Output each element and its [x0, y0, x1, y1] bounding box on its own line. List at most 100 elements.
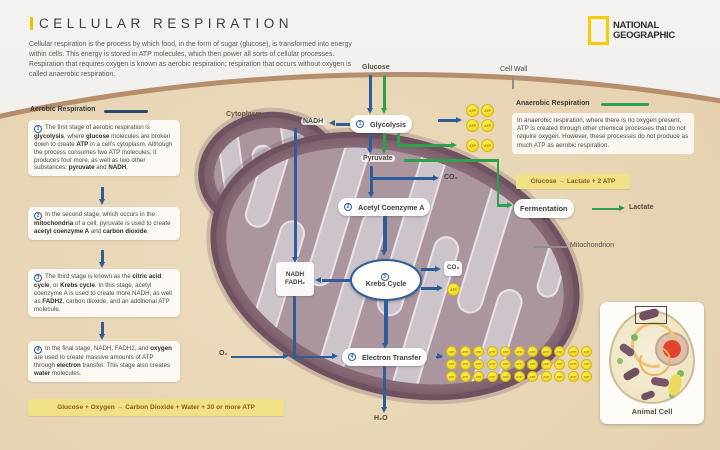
- atp-icon: ATP: [581, 358, 592, 370]
- arrowhead: [315, 276, 321, 283]
- glycolysis-label: Glycolysis: [370, 119, 406, 129]
- atp-label: ATP: [516, 374, 522, 379]
- atp-label: ATP: [583, 349, 590, 354]
- atp-icon: ATP: [446, 371, 457, 382]
- intro-text: Cellular respiration is the process by w…: [29, 41, 352, 78]
- acetyl-label: Acetyl Coenzyme A: [358, 202, 425, 212]
- organelle-yellow: [666, 372, 684, 398]
- atp-icon: ATP: [554, 358, 565, 370]
- atp-label: ATP: [556, 349, 563, 354]
- krebs-atp: ATP: [447, 283, 460, 296]
- brand-text: NATIONAL GEOGRAPHIC: [613, 20, 675, 41]
- atp-label: ATP: [462, 349, 468, 354]
- atp-label: ATP: [475, 362, 482, 366]
- atp-label: ATP: [448, 374, 455, 379]
- pyruvate-to-fermentation-h: [404, 159, 499, 162]
- arrowhead: [380, 250, 387, 256]
- nucleolus: [663, 340, 681, 358]
- atp-icon: ATP: [527, 358, 538, 370]
- stage-arrow-3: [101, 322, 104, 334]
- pyruvate-to-fermentation-h2: [496, 204, 509, 207]
- krebs-to-atp-line: [421, 287, 438, 290]
- organelle-dot: [617, 358, 623, 364]
- glucose-to-glycolysis-green: [383, 75, 386, 108]
- title-tick: [30, 17, 33, 30]
- atp-label: ATP: [469, 143, 476, 148]
- glycolysis-to-pyruvate-green: [383, 134, 386, 148]
- arrowhead: [437, 353, 443, 359]
- mitochondrion-blob: [650, 376, 670, 388]
- atp-label: ATP: [529, 362, 536, 366]
- atp-label: ATP: [570, 374, 576, 379]
- stage-arrow-1-head: [99, 199, 105, 205]
- atp-icon: ATP: [500, 346, 511, 357]
- national-geographic-frame-icon: [588, 16, 609, 45]
- arrowhead: [381, 108, 387, 114]
- atp-icon: ATP: [567, 371, 579, 382]
- atp-icon: ATP: [481, 119, 494, 132]
- electron-label: Electron Transfer: [362, 352, 422, 362]
- glycolysis-net-atp-elbow-h: [397, 144, 452, 147]
- atp-icon: ATP: [473, 346, 484, 357]
- atp-icon: ATP: [486, 346, 498, 357]
- atp-label: ATP: [484, 123, 491, 128]
- nadh-line: NADH: [285, 270, 305, 278]
- atp-label: ATP: [502, 349, 509, 354]
- glucose-label: Glucose: [362, 64, 390, 71]
- atp-icon: ATP: [446, 358, 457, 370]
- organelle-dot: [677, 370, 684, 377]
- atp-icon: ATP: [581, 371, 592, 382]
- aerobic-equation: Glucose + Oxygen → Carbon Dioxide + Wate…: [28, 399, 284, 416]
- anaerobic-body: In anaerobic respiration, where there is…: [512, 113, 694, 154]
- aerobic-heading: Aerobic Respiration: [30, 106, 96, 113]
- atp-label: ATP: [583, 362, 590, 366]
- animal-cell-art: [609, 306, 695, 404]
- cell-wall-pointer: [512, 76, 514, 89]
- stage-arrow-1: [101, 187, 104, 199]
- atp-label: ATP: [469, 123, 476, 128]
- krebs-label: Krebs Cycle: [365, 280, 407, 288]
- page-header: CELLULAR RESPIRATION: [30, 16, 293, 31]
- atp-label: ATP: [484, 143, 491, 148]
- atp-label: ATP: [502, 362, 509, 366]
- arrowhead: [382, 343, 388, 349]
- atp-label: ATP: [484, 108, 491, 113]
- cell-wall-label: Cell Wall: [500, 66, 528, 73]
- arrowhead: [367, 108, 373, 114]
- nadh-fadh2-box: NADH FADH₂: [276, 262, 314, 296]
- aerobic-heading-rule: [104, 110, 148, 113]
- atp-icon: ATP: [513, 346, 525, 357]
- arrowhead: [507, 202, 513, 208]
- atp-label: ATP: [462, 374, 468, 379]
- atp-icon: ATP: [466, 104, 479, 117]
- atp-label: ATP: [543, 374, 549, 379]
- atp-icon: ATP: [527, 346, 538, 357]
- stage-4-text: In the final stage, NADH, FADH2, and oxy…: [34, 345, 172, 377]
- arrowhead: [367, 148, 373, 154]
- arrowhead: [435, 266, 441, 272]
- glycolysis-to-nadh-line: [336, 122, 350, 126]
- atp-label: ATP: [475, 374, 482, 379]
- atp-icon: ATP: [473, 358, 484, 370]
- stage-4-number: 4: [34, 346, 42, 355]
- electron-number: 4: [348, 353, 356, 361]
- electron-node: 4 Electron Transfer: [342, 348, 428, 366]
- glycolysis-atp-gross: ATP ATP ATP ATP: [466, 104, 494, 132]
- atp-label: ATP: [469, 108, 476, 113]
- atp-icon: ATP: [513, 358, 525, 370]
- o2-line: [231, 355, 284, 358]
- krebs-number: 3: [380, 272, 389, 281]
- atp-icon: ATP: [481, 104, 494, 117]
- atp-icon: ATP: [540, 371, 552, 382]
- stage-arrow-2: [101, 250, 104, 262]
- anaerobic-heading-rule: [601, 103, 649, 106]
- pyruvate-to-co2-line: [372, 177, 434, 180]
- atp-icon: ATP: [581, 346, 592, 357]
- arrowhead: [291, 257, 298, 263]
- atp-icon: ATP: [540, 358, 552, 370]
